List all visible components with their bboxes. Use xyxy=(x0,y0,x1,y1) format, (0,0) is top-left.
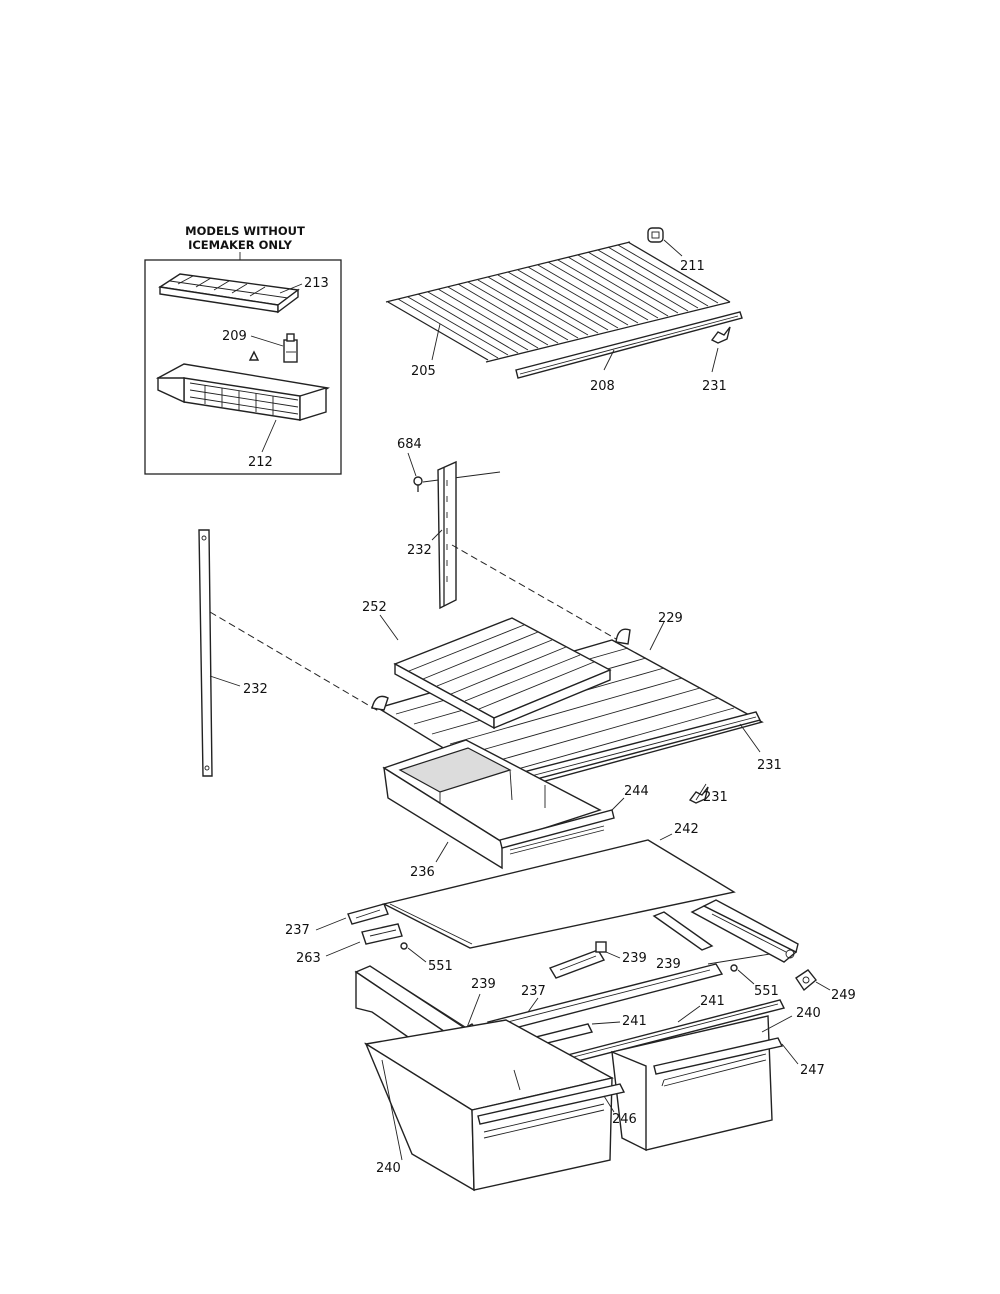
label-242: 242 xyxy=(674,822,699,837)
part-208-trim xyxy=(515,311,743,379)
label-236: 236 xyxy=(410,865,435,880)
part-232-left-rail xyxy=(198,529,213,777)
part-231-clip-top xyxy=(710,326,731,344)
label-247: 247 xyxy=(800,1063,825,1078)
part-right-rail xyxy=(690,899,799,963)
part-240-right-drawer xyxy=(611,1015,773,1152)
label-209: 209 xyxy=(222,329,247,344)
label-231-right: 231 xyxy=(757,758,782,773)
label-241-mid: 241 xyxy=(622,1014,647,1029)
label-244: 244 xyxy=(624,784,649,799)
part-212-shelf xyxy=(155,350,330,421)
label-246: 246 xyxy=(612,1112,637,1127)
part-244-pan-front xyxy=(499,809,615,855)
label-241-right: 241 xyxy=(700,994,725,1009)
label-263: 263 xyxy=(296,951,321,966)
label-205: 205 xyxy=(411,364,436,379)
part-247-drawer-handle xyxy=(653,1037,784,1075)
part-252-shelf-cover xyxy=(393,617,612,730)
part-240-left-drawer xyxy=(364,1019,614,1192)
part-right-inner-rail xyxy=(652,911,714,951)
label-240-left: 240 xyxy=(376,1161,401,1176)
part-249-hinge xyxy=(795,969,817,992)
inset-box: MODELS WITHOUT ICEMAKER ONLY 213 209 xyxy=(144,224,342,475)
part-209-bracket xyxy=(283,333,298,363)
label-231-top: 231 xyxy=(702,379,727,394)
label-237-left: 237 xyxy=(285,923,310,938)
label-208: 208 xyxy=(590,379,615,394)
inset-frame xyxy=(144,259,342,475)
label-229: 229 xyxy=(658,611,683,626)
part-684-screw xyxy=(413,476,423,492)
part-551-right-screw xyxy=(730,964,738,972)
label-232-upright: 232 xyxy=(407,543,432,558)
part-236-crisper-pan xyxy=(382,739,602,870)
part-232-upright-rail xyxy=(437,460,457,610)
label-212: 212 xyxy=(248,455,273,470)
label-551-left: 551 xyxy=(428,959,453,974)
label-213: 213 xyxy=(304,276,329,291)
label-239-right: 239 xyxy=(656,957,681,972)
part-239-center-clip xyxy=(548,941,607,979)
part-246-drawer-handle xyxy=(477,1083,626,1125)
label-249: 249 xyxy=(831,988,856,1003)
part-551-left-screw xyxy=(400,942,408,950)
label-239-left: 239 xyxy=(471,977,496,992)
label-211: 211 xyxy=(680,259,705,274)
part-263-bracket xyxy=(361,923,403,945)
part-205-wire-shelf xyxy=(385,241,731,363)
part-242-crisper-cover xyxy=(382,839,736,949)
label-684: 684 xyxy=(397,437,422,452)
part-211-cap xyxy=(647,227,664,243)
label-237-mid: 237 xyxy=(521,984,546,999)
inset-title-line1: MODELS WITHOUT xyxy=(185,224,305,238)
part-213-ice-tray xyxy=(158,273,300,314)
label-252: 252 xyxy=(362,600,387,615)
label-551-right: 551 xyxy=(754,984,779,999)
label-240-right: 240 xyxy=(796,1006,821,1021)
label-239-center: 239 xyxy=(622,951,647,966)
label-231-mid: 231 xyxy=(703,790,728,805)
part-237-left-support xyxy=(347,903,389,925)
label-232-left: 232 xyxy=(243,682,268,697)
inset-title-line2: ICEMAKER ONLY xyxy=(188,238,292,252)
